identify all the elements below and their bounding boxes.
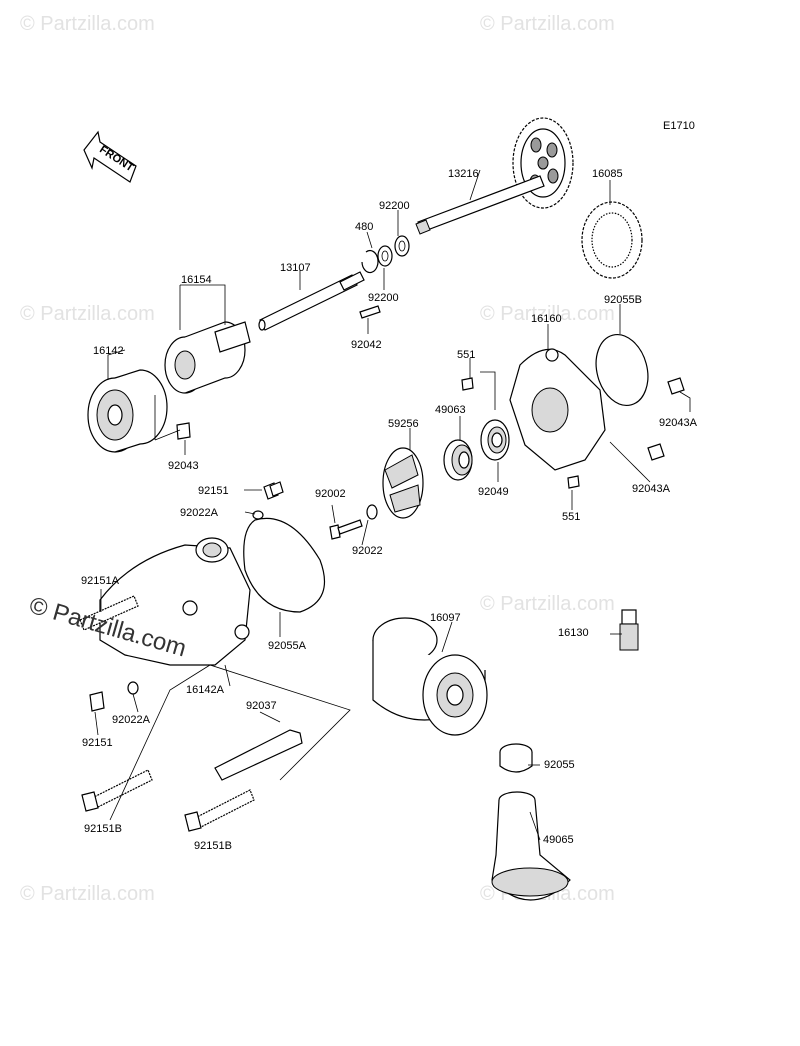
watermark-text: © Partzilla.com: [480, 13, 615, 35]
washer-icon: [252, 510, 264, 520]
part-label-92043a: 92043A: [659, 417, 698, 429]
ring-gear-16085-icon: [581, 201, 643, 279]
fitting-icon: [619, 609, 639, 651]
oil-filter-icon: [372, 617, 488, 736]
pump-body-16142a-icon: [99, 537, 251, 666]
part-label-92022a: 92022A: [112, 714, 151, 726]
dowel-icon: [667, 377, 685, 395]
part-label-92049: 92049: [478, 486, 509, 498]
washer-icon: [366, 504, 378, 520]
o-ring-icon: [595, 334, 649, 406]
part-label-92151a: 92151A: [81, 575, 120, 587]
bolt-icon: [91, 769, 153, 809]
bolt-icon: [269, 481, 284, 497]
cap-icon: [499, 743, 533, 773]
watermark-text: © Partzilla.com: [20, 303, 155, 325]
part-label-92037: 92037: [246, 700, 277, 712]
part-label-16154: 16154: [181, 274, 212, 286]
washer-icon: [127, 681, 139, 695]
part-label-480: 480: [355, 221, 373, 233]
part-label-92200: 92200: [368, 292, 399, 304]
part-label-92043a: 92043A: [632, 483, 671, 495]
part-label-92022: 92022: [352, 545, 383, 557]
dowel-icon: [567, 475, 580, 489]
part-label-16130: 16130: [558, 627, 589, 639]
shaft-13216-icon: [415, 175, 545, 235]
part-label-92151: 92151: [82, 737, 113, 749]
shaft-13107-icon: [258, 271, 365, 331]
watermark-text: © Partzilla.com: [20, 883, 155, 905]
part-label-13107: 13107: [280, 262, 311, 274]
part-label-49063: 49063: [435, 404, 466, 416]
bearing-icon: [480, 419, 510, 461]
gasket-icon: [243, 517, 326, 613]
leader-lines: [94, 169, 691, 841]
pump-cover-16160-icon: [509, 348, 606, 471]
part-label-16142a: 16142A: [186, 684, 225, 696]
part-label-92151b: 92151B: [84, 823, 122, 835]
part-label-92200: 92200: [379, 200, 410, 212]
diagram-code: E1710: [663, 120, 695, 132]
part-label-551: 551: [562, 511, 580, 523]
dowel-icon: [647, 443, 665, 461]
front-arrow-icon: FRONT: [83, 130, 137, 183]
part-label-16142: 16142: [93, 345, 124, 357]
pin-icon: [359, 305, 381, 319]
bolt-icon: [79, 595, 139, 631]
seal-icon: [443, 439, 473, 481]
part-label-92055b: 92055B: [604, 294, 642, 306]
part-label-16097: 16097: [430, 612, 461, 624]
part-label-92055a: 92055A: [268, 640, 307, 652]
part-label-49065: 49065: [543, 834, 574, 846]
part-label-13216: 13216: [448, 168, 479, 180]
part-label-551: 551: [457, 349, 475, 361]
part-label-16085: 16085: [592, 168, 623, 180]
part-label-92022a: 92022A: [180, 507, 219, 519]
part-label-92151: 92151: [198, 485, 229, 497]
washer-icon: [361, 235, 410, 274]
rotor-housing-16142-icon: [87, 369, 168, 453]
part-label-92055: 92055: [544, 759, 575, 771]
part-label-59256: 59256: [388, 418, 419, 430]
watermark-text: © Partzilla.com: [480, 303, 615, 325]
watermark-text: © Partzilla.com: [480, 593, 615, 615]
part-label-16160: 16160: [531, 313, 562, 325]
rotor-16154-icon: [164, 321, 251, 394]
bolt-icon: [329, 519, 363, 540]
part-label-92151b: 92151B: [194, 840, 232, 852]
dowel-icon: [461, 377, 474, 391]
strainer-icon: [491, 791, 571, 901]
bracket-icon: [214, 729, 303, 781]
part-label-92042: 92042: [351, 339, 382, 351]
part-labels: 13216 16085 92200 480 92200 13107 16154 …: [81, 168, 698, 852]
dowel-icon: [176, 422, 191, 440]
part-label-92002: 92002: [315, 488, 346, 500]
part-label-92043: 92043: [168, 460, 199, 472]
bolt-icon: [81, 791, 99, 812]
bolt-icon: [184, 811, 202, 832]
watermark-text: © Partzilla.com: [20, 13, 155, 35]
bolt-icon: [194, 789, 255, 829]
impeller-icon: [382, 447, 424, 519]
bolt-icon: [89, 691, 105, 712]
